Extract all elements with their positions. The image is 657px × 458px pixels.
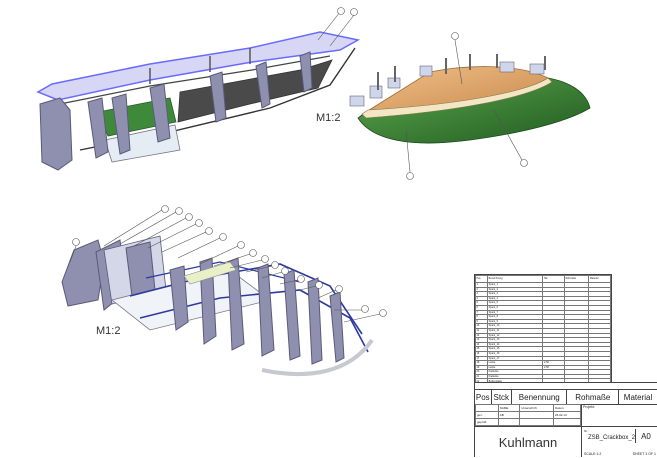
bom-header-cell: Stk xyxy=(543,276,565,283)
balloon xyxy=(351,9,358,16)
sheet-number: SHEET 1 OF 1 xyxy=(633,452,656,456)
frame-8 xyxy=(284,270,300,360)
frame-1 xyxy=(88,98,108,158)
frame-tab xyxy=(530,64,544,74)
col-material: Material xyxy=(619,390,657,404)
view-c-scale-label: M1:2 xyxy=(96,325,120,337)
blank-cell xyxy=(476,405,499,412)
view-c-exploded-frame xyxy=(62,206,387,375)
transom-frame xyxy=(62,240,104,306)
bom-header-cell: Bezeichnung xyxy=(488,276,543,283)
name-label: NAME xyxy=(498,405,519,412)
drawing-number-label: Nr.: xyxy=(584,429,589,433)
drawn-label: gez. xyxy=(476,412,499,419)
col-name: Benennung xyxy=(512,390,567,404)
date-label: Datum xyxy=(553,405,580,412)
balloon xyxy=(452,33,459,40)
parts-list-header: Pos Bezeichnung Stk Rohmaße Material xyxy=(476,276,611,283)
balloon xyxy=(521,160,528,167)
bom-header-cell: Pos xyxy=(476,276,488,283)
view-b-shaded-hull xyxy=(350,33,590,180)
company-name: Kuhlmann xyxy=(475,426,581,458)
drawing-number-block: Nr.: ZSB_Crackbox_2 A0 SCALE:1:2 SHEET 1… xyxy=(581,426,657,457)
frame-tab xyxy=(500,62,514,72)
view-a-scale-label: M1:2 xyxy=(316,112,340,124)
col-raw: Rohmaße xyxy=(567,390,619,404)
checked-by xyxy=(498,419,519,426)
checked-label: geprüft xyxy=(476,419,499,426)
title-block: Pos Stck Benennung Rohmaße Material NAME… xyxy=(474,382,657,457)
drawn-by-table: NAME Unterschrift Datum gez. AB 26.02.13… xyxy=(475,404,581,426)
balloon xyxy=(407,173,414,180)
title-block-column-header: Pos Stck Benennung Rohmaße Material xyxy=(475,389,657,405)
bom-header-cell: Material xyxy=(589,276,611,283)
frame-7 xyxy=(258,264,274,356)
col-qty: Stck xyxy=(492,390,512,404)
frame-9 xyxy=(308,278,322,364)
drawn-sign xyxy=(520,412,554,419)
drawn-by: AB xyxy=(498,412,519,419)
col-pos: Pos xyxy=(475,390,492,404)
frame-tab xyxy=(350,96,364,106)
sheet-format: A0 xyxy=(635,429,656,443)
drawing-number: ZSB_Crackbox_2 xyxy=(588,435,635,441)
transom-frame xyxy=(40,98,72,170)
frame-tab xyxy=(370,86,382,98)
frame-4 xyxy=(210,72,226,122)
checked-sign xyxy=(520,419,554,426)
bom-header-cell: Rohmaße xyxy=(565,276,589,283)
view-a-isometric-frame xyxy=(38,8,358,171)
drawing-scale: SCALE:1:2 xyxy=(584,452,601,456)
balloon xyxy=(338,8,345,15)
sign-label: Unterschrift xyxy=(520,405,554,412)
project-field: Projekt: xyxy=(581,404,657,426)
drawn-date: 26.02.13 xyxy=(553,412,580,419)
checked-date xyxy=(553,419,580,426)
frame-tab xyxy=(420,66,432,76)
